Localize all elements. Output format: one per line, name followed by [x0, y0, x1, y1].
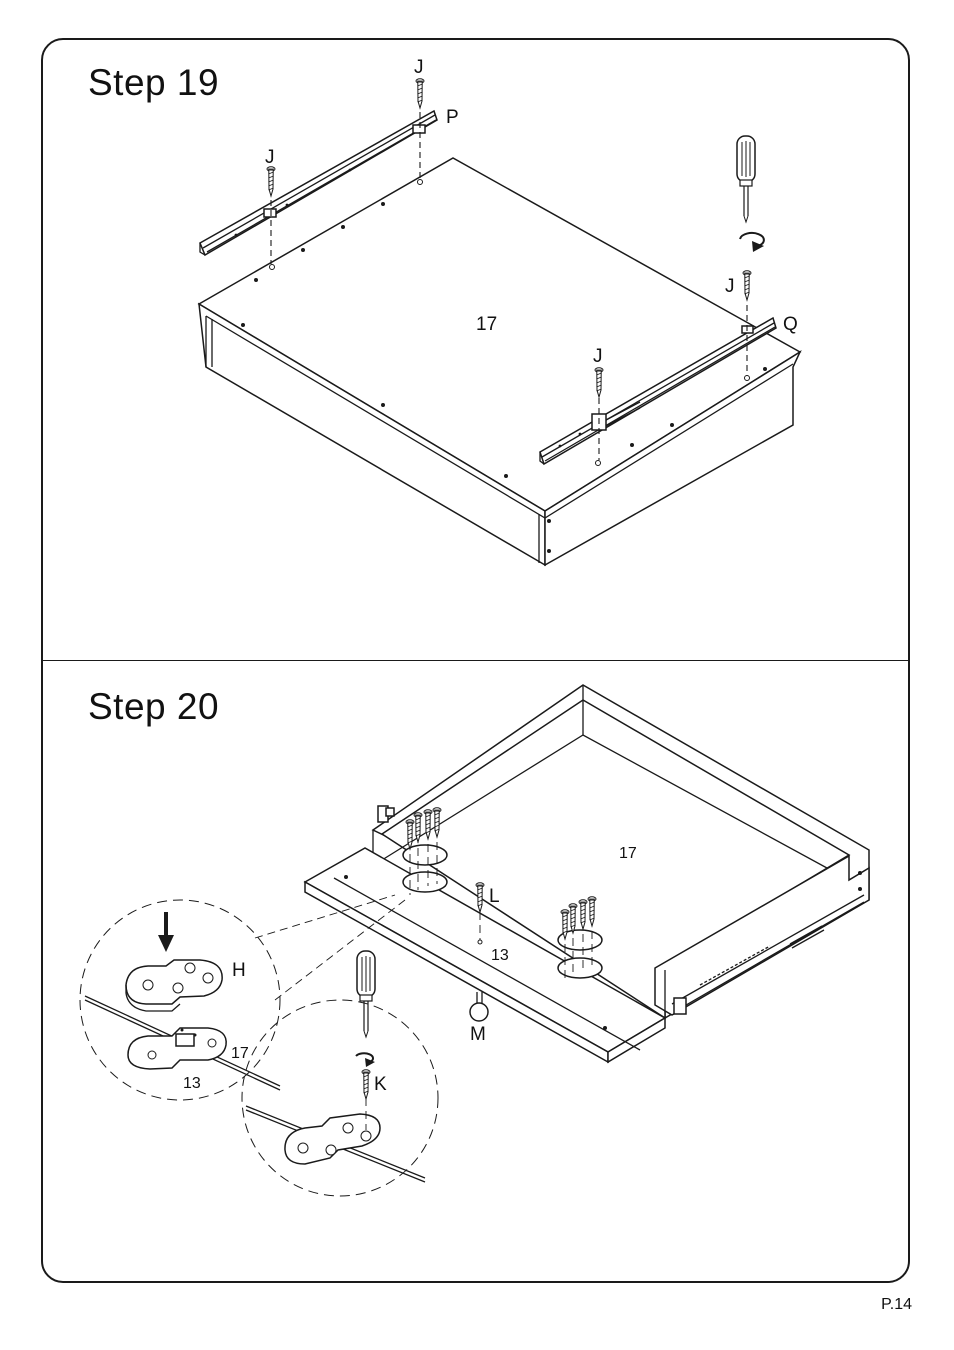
label-screw-l: L [489, 886, 500, 907]
label-j-left: J [265, 147, 275, 168]
knob-m [470, 992, 488, 1021]
rotate-clockwise-icon [356, 1053, 375, 1067]
screwdriver-icon [737, 136, 755, 222]
label-hinge-h: H [232, 960, 246, 981]
screwdriver-icon [357, 951, 375, 1037]
detail-part-13: 13 [183, 1075, 201, 1092]
label-j-top: J [414, 57, 424, 78]
detail-callout-lower: K [242, 951, 438, 1196]
label-j-front: J [593, 346, 603, 367]
part-number-13-panel: 13 [491, 947, 509, 964]
label-screw-k: K [374, 1074, 387, 1095]
part-number-17: 17 [476, 314, 497, 335]
label-rail-p: P [446, 107, 459, 128]
step-19-diagram: J P J J Q J 17 [199, 57, 800, 565]
detail-part-17: 17 [231, 1045, 249, 1062]
down-arrow-icon [158, 912, 174, 952]
step-20-diagram: H 17 13 K L M 17 13 [80, 685, 869, 1196]
label-knob-m: M [470, 1024, 486, 1045]
rotate-clockwise-icon [740, 233, 764, 252]
label-j-right: J [725, 276, 735, 297]
detail-callout-upper: H 17 13 [80, 895, 405, 1100]
part-number-17-drawer: 17 [619, 845, 637, 862]
label-rail-q: Q [783, 314, 798, 335]
